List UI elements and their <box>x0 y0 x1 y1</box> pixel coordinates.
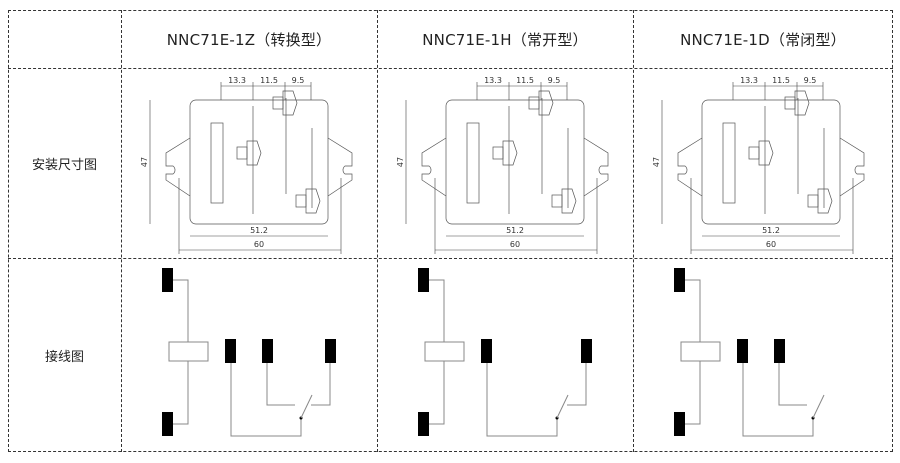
dimension-11-5: 11.5 <box>772 76 790 85</box>
coil-terminal-bottom <box>674 412 685 436</box>
right-mount-ear <box>327 137 353 197</box>
coil-terminal-bottom <box>162 412 173 436</box>
coil-block <box>722 122 736 204</box>
com-terminal <box>481 339 492 363</box>
terminal-pin <box>784 96 796 110</box>
coil-terminal-top <box>162 268 173 292</box>
terminal-clip <box>305 188 321 214</box>
coil <box>680 341 721 362</box>
terminal-clip <box>538 90 554 116</box>
coil <box>424 341 465 362</box>
wiring-diagram-normally-closed <box>674 268 825 437</box>
nc-terminal <box>774 339 785 363</box>
switch-contact <box>556 394 569 419</box>
dimension-outer-width: 60 <box>510 240 520 249</box>
wiring-diagram-changeover <box>162 268 336 437</box>
dimension-outer-width: 60 <box>254 240 264 249</box>
left-mount-ear <box>421 137 447 197</box>
row-label-wiring: 接线图 <box>44 349 84 365</box>
dimension-9-5: 9.5 <box>548 76 561 85</box>
dimension-11-5: 11.5 <box>516 76 534 85</box>
dimension-inner-width: 51.2 <box>762 226 780 235</box>
relay-body <box>445 99 585 225</box>
dimension-11-5: 11.5 <box>260 76 278 85</box>
no-terminal <box>581 339 592 363</box>
spec-table <box>8 10 893 452</box>
terminal-pin <box>528 96 540 110</box>
relay-body <box>701 99 841 225</box>
switch-contact <box>300 394 313 419</box>
dimension-drawing: 13.3 11.5 9.5 47 51.2 60 <box>652 76 865 254</box>
dimension-outer-width: 60 <box>766 240 776 249</box>
com-terminal <box>737 339 748 363</box>
coil <box>168 341 209 362</box>
switch-contact <box>812 394 825 419</box>
dimension-height: 47 <box>652 157 661 167</box>
coil-block <box>466 122 480 204</box>
coil-block <box>210 122 224 204</box>
terminal-pin <box>492 146 504 160</box>
left-mount-ear <box>165 137 191 197</box>
right-mount-ear <box>583 137 609 197</box>
no-terminal <box>325 339 336 363</box>
left-mount-ear <box>677 137 703 197</box>
com-terminal <box>225 339 236 363</box>
dimension-drawing: 13.3 11.5 9.5 47 51.2 60 <box>396 76 609 254</box>
terminal-clip <box>502 140 518 166</box>
terminal-clip <box>817 188 833 214</box>
dimension-height: 47 <box>396 157 405 167</box>
nc-terminal <box>262 339 273 363</box>
terminal-clip <box>794 90 810 116</box>
column-divider <box>377 10 378 452</box>
terminal-pin <box>236 146 248 160</box>
dimension-height: 47 <box>140 157 149 167</box>
model-header-1d: NNC71E-1D（常闭型） <box>680 30 846 49</box>
terminal-clip <box>282 90 298 116</box>
terminal-pin <box>748 146 760 160</box>
coil-terminal-top <box>418 268 429 292</box>
dimension-13-3: 13.3 <box>228 76 246 85</box>
terminal-clip <box>561 188 577 214</box>
dimension-9-5: 9.5 <box>292 76 305 85</box>
column-divider <box>633 10 634 452</box>
model-header-1h: NNC71E-1H（常开型） <box>422 30 588 49</box>
terminal-clip <box>758 140 774 166</box>
terminal-pin <box>807 194 819 208</box>
right-mount-ear <box>839 137 865 197</box>
coil-terminal-top <box>674 268 685 292</box>
dimension-inner-width: 51.2 <box>250 226 268 235</box>
terminal-pin <box>551 194 563 208</box>
dimension-inner-width: 51.2 <box>506 226 524 235</box>
dimension-drawing: 13.3 11.5 9.5 47 51.2 60 <box>140 76 353 254</box>
row-divider <box>8 68 893 69</box>
column-divider <box>121 10 122 452</box>
terminal-clip <box>246 140 262 166</box>
terminal-pin <box>295 194 307 208</box>
coil-terminal-bottom <box>418 412 429 436</box>
wiring-diagram-normally-open <box>418 268 592 437</box>
row-divider <box>8 258 893 259</box>
model-header-1z: NNC71E-1Z（转换型） <box>166 30 332 49</box>
row-label-dimensions: 安装尺寸图 <box>31 157 97 173</box>
relay-body <box>189 99 329 225</box>
dimension-13-3: 13.3 <box>484 76 502 85</box>
dimension-13-3: 13.3 <box>740 76 758 85</box>
dimension-9-5: 9.5 <box>804 76 817 85</box>
terminal-pin <box>272 96 284 110</box>
